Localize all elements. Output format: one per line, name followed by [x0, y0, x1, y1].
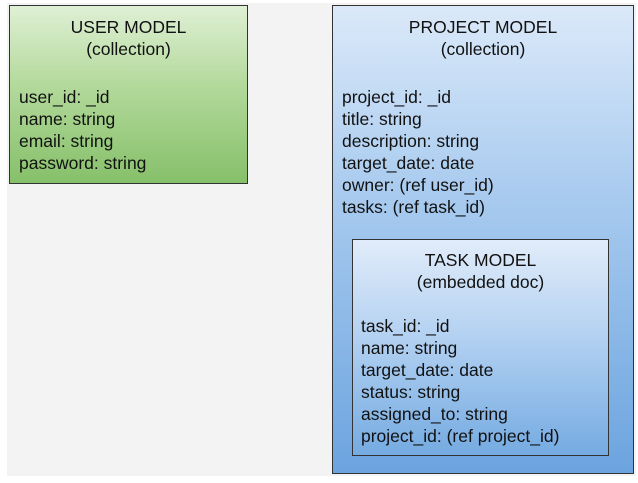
task-model-header: TASK MODEL (embedded doc)	[353, 249, 608, 293]
field-task-id: task_id: _id	[361, 316, 450, 336]
field-user-email: email: string	[19, 131, 114, 151]
project-model-title: PROJECT MODEL	[408, 17, 558, 37]
field-task-assigned-to: assigned_to: string	[361, 404, 508, 424]
user-model-header: USER MODEL (collection)	[10, 16, 247, 60]
field-task-status: status: string	[361, 382, 461, 402]
user-model-title: USER MODEL	[70, 17, 187, 37]
project-model-header: PROJECT MODEL (collection)	[333, 16, 633, 60]
field-user-password: password: string	[19, 153, 147, 173]
field-task-name: name: string	[361, 338, 458, 358]
field-task-project-id: project_id: (ref project_id)	[361, 426, 560, 446]
task-model-fields: task_id: _id name: string target_date: d…	[361, 315, 559, 447]
field-task-target-date: target_date: date	[361, 360, 494, 380]
user-model-fields: user_id: _id name: string email: string …	[19, 86, 146, 174]
project-model-subtitle: (collection)	[440, 39, 526, 59]
task-model-subtitle: (embedded doc)	[416, 272, 545, 292]
field-project-id: project_id: _id	[342, 87, 451, 107]
field-project-tasks: tasks: (ref task_id)	[342, 197, 485, 217]
task-model-title: TASK MODEL	[424, 250, 537, 270]
field-user-name: name: string	[19, 109, 116, 129]
field-project-owner: owner: (ref user_id)	[342, 175, 494, 195]
user-model-subtitle: (collection)	[86, 39, 171, 59]
field-user-id: user_id: _id	[19, 87, 110, 107]
field-project-target-date: target_date: date	[342, 153, 475, 173]
project-model-fields: project_id: _id title: string descriptio…	[342, 86, 494, 218]
field-project-title: title: string	[342, 109, 422, 129]
task-model-box: TASK MODEL (embedded doc) task_id: _id n…	[352, 239, 609, 456]
user-model-box: USER MODEL (collection) user_id: _id nam…	[9, 5, 248, 184]
field-project-description: description: string	[342, 131, 480, 151]
